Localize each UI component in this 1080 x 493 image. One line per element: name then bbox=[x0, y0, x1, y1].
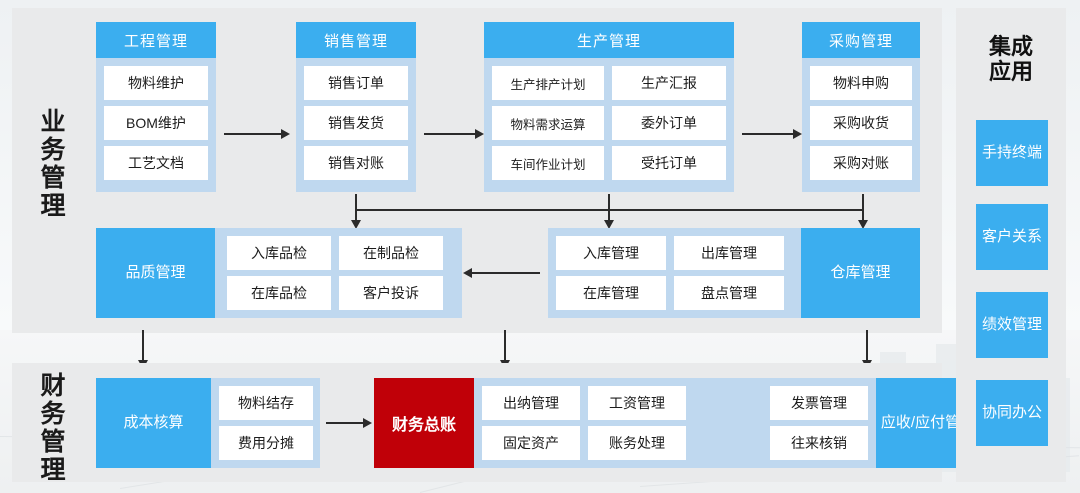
connector-bus-stem-warehouse-right bbox=[862, 194, 864, 222]
tile-engineering-2[interactable]: 工艺文档 bbox=[104, 146, 208, 180]
tile-warehouse-3[interactable]: 盘点管理 bbox=[674, 276, 784, 310]
connector-production-to-purchasing-head bbox=[793, 129, 802, 139]
connector-bus-stem-quality bbox=[355, 194, 357, 222]
tile-accounting-2[interactable]: 固定资产 bbox=[482, 426, 580, 460]
tile-purchasing-2[interactable]: 采购对账 bbox=[810, 146, 912, 180]
tile-cost-0[interactable]: 物料结存 bbox=[219, 386, 313, 420]
tile-accounting-0[interactable]: 出纳管理 bbox=[482, 386, 580, 420]
tile-sales-2[interactable]: 销售对账 bbox=[304, 146, 408, 180]
tile-engineering-1[interactable]: BOM维护 bbox=[104, 106, 208, 140]
tile-engineering-0[interactable]: 物料维护 bbox=[104, 66, 208, 100]
block-quality-label[interactable]: 品质管理 bbox=[96, 228, 215, 318]
connector-engineering-to-sales bbox=[224, 133, 282, 135]
connector-bus-to-warehouse-right-head bbox=[858, 220, 868, 229]
group-warehouse[interactable]: 入库管理 出库管理 在库管理 盘点管理 仓库管理 bbox=[548, 228, 920, 318]
tile-production-4[interactable]: 车间作业计划 bbox=[492, 146, 604, 180]
card-sales-header: 销售管理 bbox=[296, 22, 416, 58]
tile-warehouse-0[interactable]: 入库管理 bbox=[556, 236, 666, 270]
tile-sales-1[interactable]: 销售发货 bbox=[304, 106, 408, 140]
tile-cost-1[interactable]: 费用分摊 bbox=[219, 426, 313, 460]
connector-quality-to-cost bbox=[142, 330, 144, 362]
block-warehouse-label[interactable]: 仓库管理 bbox=[801, 228, 920, 318]
tile-production-0[interactable]: 生产排产计划 bbox=[492, 66, 604, 100]
tile-quality-0[interactable]: 入库品检 bbox=[227, 236, 331, 270]
card-engineering-header: 工程管理 bbox=[96, 22, 216, 58]
connector-engineering-to-sales-head bbox=[281, 129, 290, 139]
tile-production-2[interactable]: 物料需求运算 bbox=[492, 106, 604, 140]
rail-item-performance[interactable]: 绩效管理 bbox=[976, 292, 1048, 358]
connector-bus-to-warehouse-left-head bbox=[604, 220, 614, 229]
connector-warehouse-to-quality bbox=[472, 272, 540, 274]
group-accounting[interactable]: 出纳管理 工资管理 固定资产 账务处理 bbox=[474, 378, 702, 468]
card-engineering[interactable]: 工程管理 物料维护 BOM维护 工艺文档 bbox=[96, 22, 216, 192]
integrated-apps-title: 集成应用 bbox=[988, 34, 1033, 85]
tile-production-3[interactable]: 委外订单 bbox=[612, 106, 726, 140]
connector-bus-to-quality-head bbox=[351, 220, 361, 229]
connector-production-to-purchasing bbox=[742, 133, 794, 135]
rail-item-handheld[interactable]: 手持终端 bbox=[976, 120, 1048, 186]
connector-warehouse-to-receivable bbox=[866, 330, 868, 362]
integrated-apps-rail: 集成应用 手持终端 客户关系 绩效管理 协同办公 bbox=[956, 8, 1066, 482]
connector-bus-stem-warehouse-left bbox=[608, 194, 610, 222]
rail-item-oa[interactable]: 协同办公 bbox=[976, 380, 1048, 446]
tile-receivable-0[interactable]: 发票管理 bbox=[770, 386, 868, 420]
finance-panel-label: 财务管理 bbox=[40, 372, 66, 484]
tile-warehouse-2[interactable]: 在库管理 bbox=[556, 276, 666, 310]
tile-sales-0[interactable]: 销售订单 bbox=[304, 66, 408, 100]
connector-sales-to-production bbox=[424, 133, 476, 135]
card-sales[interactable]: 销售管理 销售订单 销售发货 销售对账 bbox=[296, 22, 416, 192]
connector-cost-to-ledger bbox=[326, 422, 364, 424]
tile-quality-3[interactable]: 客户投诉 bbox=[339, 276, 443, 310]
tile-production-1[interactable]: 生产汇报 bbox=[612, 66, 726, 100]
rail-item-crm[interactable]: 客户关系 bbox=[976, 204, 1048, 270]
tile-accounting-1[interactable]: 工资管理 bbox=[588, 386, 686, 420]
connector-cost-to-ledger-head bbox=[363, 418, 372, 428]
connector-warehouse-to-accounting bbox=[504, 330, 506, 362]
card-production-header: 生产管理 bbox=[484, 22, 734, 58]
connector-sales-to-production-head bbox=[475, 129, 484, 139]
tile-purchasing-1[interactable]: 采购收货 bbox=[810, 106, 912, 140]
tile-production-5[interactable]: 受托订单 bbox=[612, 146, 726, 180]
connector-warehouse-to-quality-head bbox=[463, 268, 472, 278]
business-panel-label: 业务管理 bbox=[40, 108, 66, 220]
tile-quality-2[interactable]: 在库品检 bbox=[227, 276, 331, 310]
card-production[interactable]: 生产管理 生产排产计划 生产汇报 物料需求运算 委外订单 车间作业计划 受托订单 bbox=[484, 22, 734, 192]
tile-warehouse-1[interactable]: 出库管理 bbox=[674, 236, 784, 270]
group-quality[interactable]: 品质管理 入库品检 在制品检 在库品检 客户投诉 bbox=[96, 228, 462, 318]
tile-quality-1[interactable]: 在制品检 bbox=[339, 236, 443, 270]
block-ledger-label[interactable]: 财务总账 bbox=[374, 378, 474, 468]
group-cost[interactable]: 成本核算 物料结存 费用分摊 bbox=[96, 378, 320, 468]
tile-accounting-3[interactable]: 账务处理 bbox=[588, 426, 686, 460]
tile-receivable-1[interactable]: 往来核销 bbox=[770, 426, 868, 460]
card-purchasing[interactable]: 采购管理 物料申购 采购收货 采购对账 bbox=[802, 22, 920, 192]
card-purchasing-header: 采购管理 bbox=[802, 22, 920, 58]
group-receivable[interactable]: 发票管理 往来核销 应收/应付管理 bbox=[702, 378, 980, 468]
block-cost-label[interactable]: 成本核算 bbox=[96, 378, 211, 468]
tile-purchasing-0[interactable]: 物料申购 bbox=[810, 66, 912, 100]
